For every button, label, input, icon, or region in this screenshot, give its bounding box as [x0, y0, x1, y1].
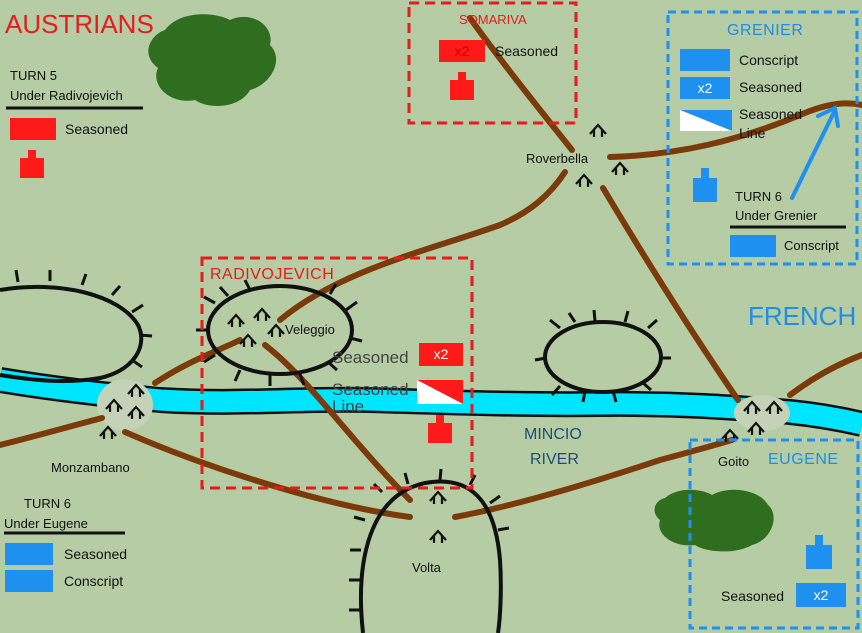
command-somariva: SOMARIVA: [459, 12, 527, 27]
grenier-conscript-swatch: [680, 49, 730, 71]
austrian-turn: TURN 5: [10, 68, 57, 83]
austrian-under: Under Radivojevich: [10, 88, 123, 103]
grenier-reinforcement: Conscript: [784, 238, 839, 253]
command-box-eugene: [688, 438, 860, 630]
grenier-turn: TURN 6: [735, 189, 782, 204]
french-seasoned-swatch: [5, 543, 53, 565]
arrow-icon: [790, 105, 840, 200]
grenier-unit2: Seasoned: [739, 79, 803, 95]
command-box-radivojevich: [200, 256, 474, 490]
somariva-unit: Seasoned: [495, 43, 559, 59]
grenier-unit3-line1: Seasoned: [739, 106, 803, 122]
radivojevich-swatch-x2: x2: [419, 343, 463, 366]
radivojevich-unit2-line1: Seasoned: [332, 380, 409, 399]
forest-icon: [654, 489, 774, 552]
grenier-multiplier: x2: [697, 80, 713, 96]
forest-icon: [148, 14, 277, 106]
radivojevich-unit2-line2: Line: [332, 397, 365, 416]
grenier-unit3-line2: Line: [739, 125, 766, 141]
somariva-swatch: x2: [439, 40, 485, 62]
eugene-swatch: x2: [796, 583, 846, 607]
radivojevich-multiplier: x2: [433, 346, 449, 362]
austrian-reinforcement-swatch: [10, 118, 56, 140]
grenier-reinforcement-swatch: [730, 235, 776, 257]
command-eugene: EUGENE: [768, 451, 839, 468]
town-roverbella: Roverbella: [526, 151, 589, 166]
seasoned-line-swatch: [417, 110, 732, 404]
radivojevich-unit1: Seasoned: [332, 348, 409, 367]
town-monzambano: Monzambano: [51, 460, 130, 475]
town-veleggio: Veleggio: [285, 322, 335, 337]
road-icon: [0, 15, 862, 520]
french-under: Under Eugene: [4, 516, 88, 531]
eugene-unit: Seasoned: [721, 588, 785, 604]
town-base: [734, 395, 790, 431]
turn-underline: [4, 106, 846, 535]
french-turn: TURN 6: [24, 496, 71, 511]
faction-austrians: AUSTRIANS: [5, 9, 154, 39]
grenier-under: Under Grenier: [735, 208, 818, 223]
eugene-multiplier: x2: [813, 587, 829, 603]
austrian-reinforcement-unit: Seasoned: [65, 121, 129, 137]
command-box-somariva: [407, 1, 578, 125]
command-radivojevich: RADIVOJEVICH: [210, 266, 335, 283]
town-base: [97, 379, 153, 431]
town-volta: Volta: [412, 560, 441, 575]
river-label-line2: RIVER: [530, 451, 579, 468]
faction-french: FRENCH: [748, 301, 857, 331]
french-unit2: Conscript: [64, 573, 124, 589]
french-conscript-swatch: [5, 570, 53, 592]
hill-ticks: [14, 269, 671, 612]
grenier-unit1: Conscript: [739, 52, 799, 68]
town-goito: Goito: [718, 454, 750, 469]
command-box-grenier: [666, 10, 859, 266]
somariva-multiplier: x2: [454, 43, 470, 59]
river-label-line1: MINCIO: [524, 426, 582, 443]
french-unit1: Seasoned: [64, 546, 128, 562]
command-grenier: GRENIER: [727, 22, 804, 39]
unit-counter-icon: [20, 72, 832, 569]
grenier-seasoned-swatch: x2: [680, 77, 730, 99]
